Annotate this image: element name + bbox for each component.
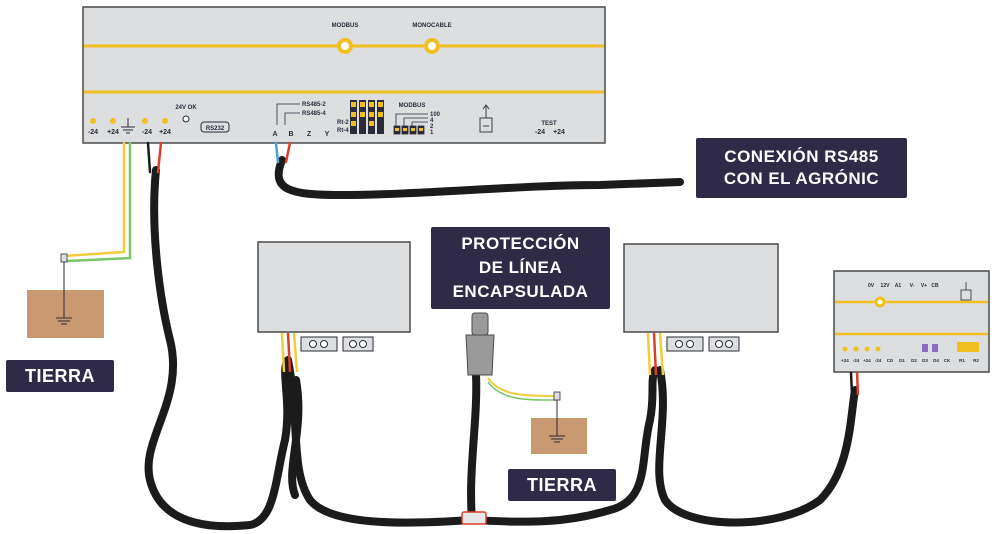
remote-bottom-label-4: -24 [875, 358, 882, 363]
test-terminal-1: -24 [535, 129, 545, 136]
remote-top-label-4: V- [910, 283, 915, 289]
remote-dots [842, 346, 881, 352]
rs485-cable [274, 156, 684, 200]
ground-symbol-icon [121, 118, 135, 134]
remote-bottom-label-7: D2 [911, 358, 917, 363]
monocable-port-label: MONOCABLE [412, 23, 451, 29]
modbus-port [337, 38, 353, 54]
remote-bottom-label-3: +24 [863, 358, 871, 363]
protection-callout-line-2: DE LÍNEA [478, 258, 563, 277]
line-protection-device [465, 312, 556, 401]
remote-top-label-5: V+ [921, 283, 927, 289]
remote-bottom-label-11: R1 [959, 358, 965, 363]
modbus-switch-label: MODBUS [399, 103, 426, 109]
modbus-value-100: 100 [430, 112, 441, 118]
field-device-2 [623, 243, 779, 376]
remote-top-label-1: 0V [868, 283, 875, 289]
remote-bottom-label-2: -24 [853, 358, 860, 363]
remote-top-label-2: 12V [881, 283, 891, 289]
bus-terminal-y: Y [325, 131, 330, 138]
rs485-4-label: RS485-4 [302, 111, 326, 117]
protection-cable [467, 371, 481, 524]
field-device-1 [257, 241, 411, 373]
device2-terminals [666, 336, 740, 352]
rs485-callout: CONEXIÓN RS485 CON EL AGRÓNIC [696, 138, 907, 198]
ground-center-label: TIERRA [508, 469, 616, 501]
remote-bottom-label-9: D4 [933, 358, 939, 363]
protection-callout-line-3: ENCAPSULADA [452, 282, 589, 301]
device2-cable-loop [655, 366, 859, 527]
test-terminal-2: +24 [553, 129, 565, 136]
device2-wires [646, 332, 665, 376]
main-power-cable [144, 166, 292, 531]
cables [144, 156, 859, 531]
power-terminal-2: +24 [107, 129, 119, 136]
ground-left [27, 253, 104, 338]
led-label: 24V OK [175, 105, 197, 111]
remote-reset-icon [960, 282, 972, 301]
remote-top-label-6: CB [931, 283, 939, 289]
remote-port [874, 296, 886, 308]
remote-bottom-label-10: CK [944, 358, 951, 363]
modbus-value-1: 1 [430, 130, 434, 136]
main-unit-wires [62, 141, 292, 263]
bus-terminal-b: B [288, 131, 293, 138]
protection-callout: PROTECCIÓN DE LÍNEA ENCAPSULADA [431, 227, 610, 309]
rs232-port [200, 121, 230, 133]
device1-wires [280, 332, 299, 373]
led-indicator [182, 115, 190, 123]
main-unit: MODBUS MONOCABLE -24 +24 -24 +24 24V OK … [82, 6, 606, 144]
remote-wires [849, 371, 860, 396]
modbus-address-switch [393, 113, 428, 135]
modbus-port-label: MODBUS [332, 23, 359, 29]
modbus-value-2: 2 [430, 124, 434, 130]
remote-io-block [922, 342, 979, 352]
remote-bottom-label-1: +24 [841, 358, 849, 363]
device1-cable-loop [284, 356, 474, 527]
rt4-label: Rt-4 [337, 128, 349, 134]
power-terminal-1: -24 [88, 129, 98, 136]
rs485-callout-line-1: CONEXIÓN RS485 [724, 147, 879, 166]
reset-button-icon [479, 104, 493, 133]
dip-switch-block [350, 100, 384, 134]
remote-bottom-label-5: CD [887, 358, 894, 363]
cable-splice [461, 511, 487, 525]
protection-callout-line-1: PROTECCIÓN [461, 234, 580, 253]
power-terminal-4: +24 [159, 129, 171, 136]
rs485-callout-line-2: CON EL AGRÓNIC [723, 169, 880, 188]
remote-unit: 0V 12V A1 V- V+ CB +24 -24 +24 -24 CD D1… [833, 270, 990, 396]
modbus-value-4: 4 [430, 118, 434, 124]
rs485-bracket [276, 103, 300, 125]
bus-cable-middle [466, 366, 659, 526]
remote-top-label-3: A1 [895, 283, 902, 289]
device1-terminals [300, 336, 374, 352]
rt2-label: Rt-2 [337, 120, 349, 126]
power-terminal-3: -24 [142, 129, 152, 136]
test-label: TEST [541, 121, 557, 127]
bus-terminal-z: Z [307, 131, 312, 138]
bus-terminal-a: A [272, 131, 277, 138]
rs232-label: RS232 [206, 126, 225, 132]
ground-center [531, 391, 587, 454]
remote-bottom-label-12: R2 [973, 358, 979, 363]
remote-bottom-label-8: D3 [922, 358, 928, 363]
monocable-port [424, 38, 440, 54]
rs485-2-label: RS485-2 [302, 102, 326, 108]
bus-cable-splice-left [288, 376, 303, 499]
ground-left-label: TIERRA [6, 360, 114, 392]
power-terminal-dots [90, 118, 168, 124]
remote-bottom-label-6: D1 [899, 358, 905, 363]
